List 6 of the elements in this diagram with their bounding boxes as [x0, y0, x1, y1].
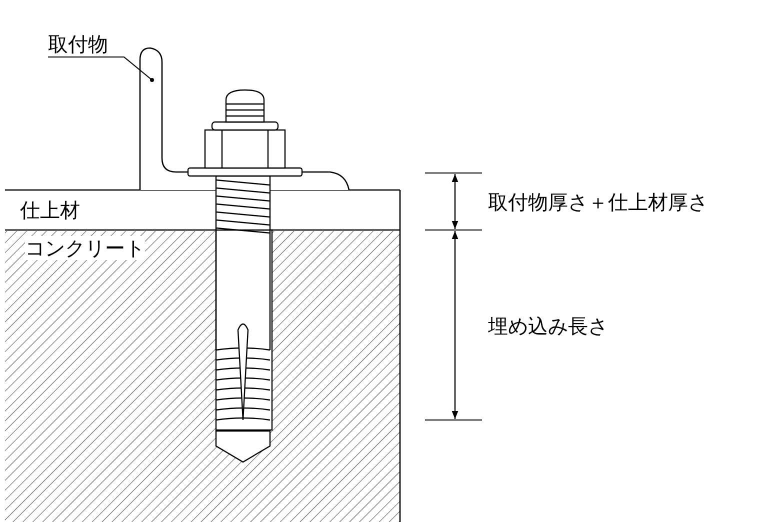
layer-label: 仕上材: [20, 198, 80, 222]
dimension-label: 取付物厚さ＋仕上材厚さ: [488, 190, 708, 214]
leader-line: [48, 56, 154, 82]
layer-label: コンクリート: [25, 236, 145, 260]
dimension-label: 埋め込み長さ: [488, 314, 608, 338]
part-label: 取付物: [48, 32, 108, 56]
